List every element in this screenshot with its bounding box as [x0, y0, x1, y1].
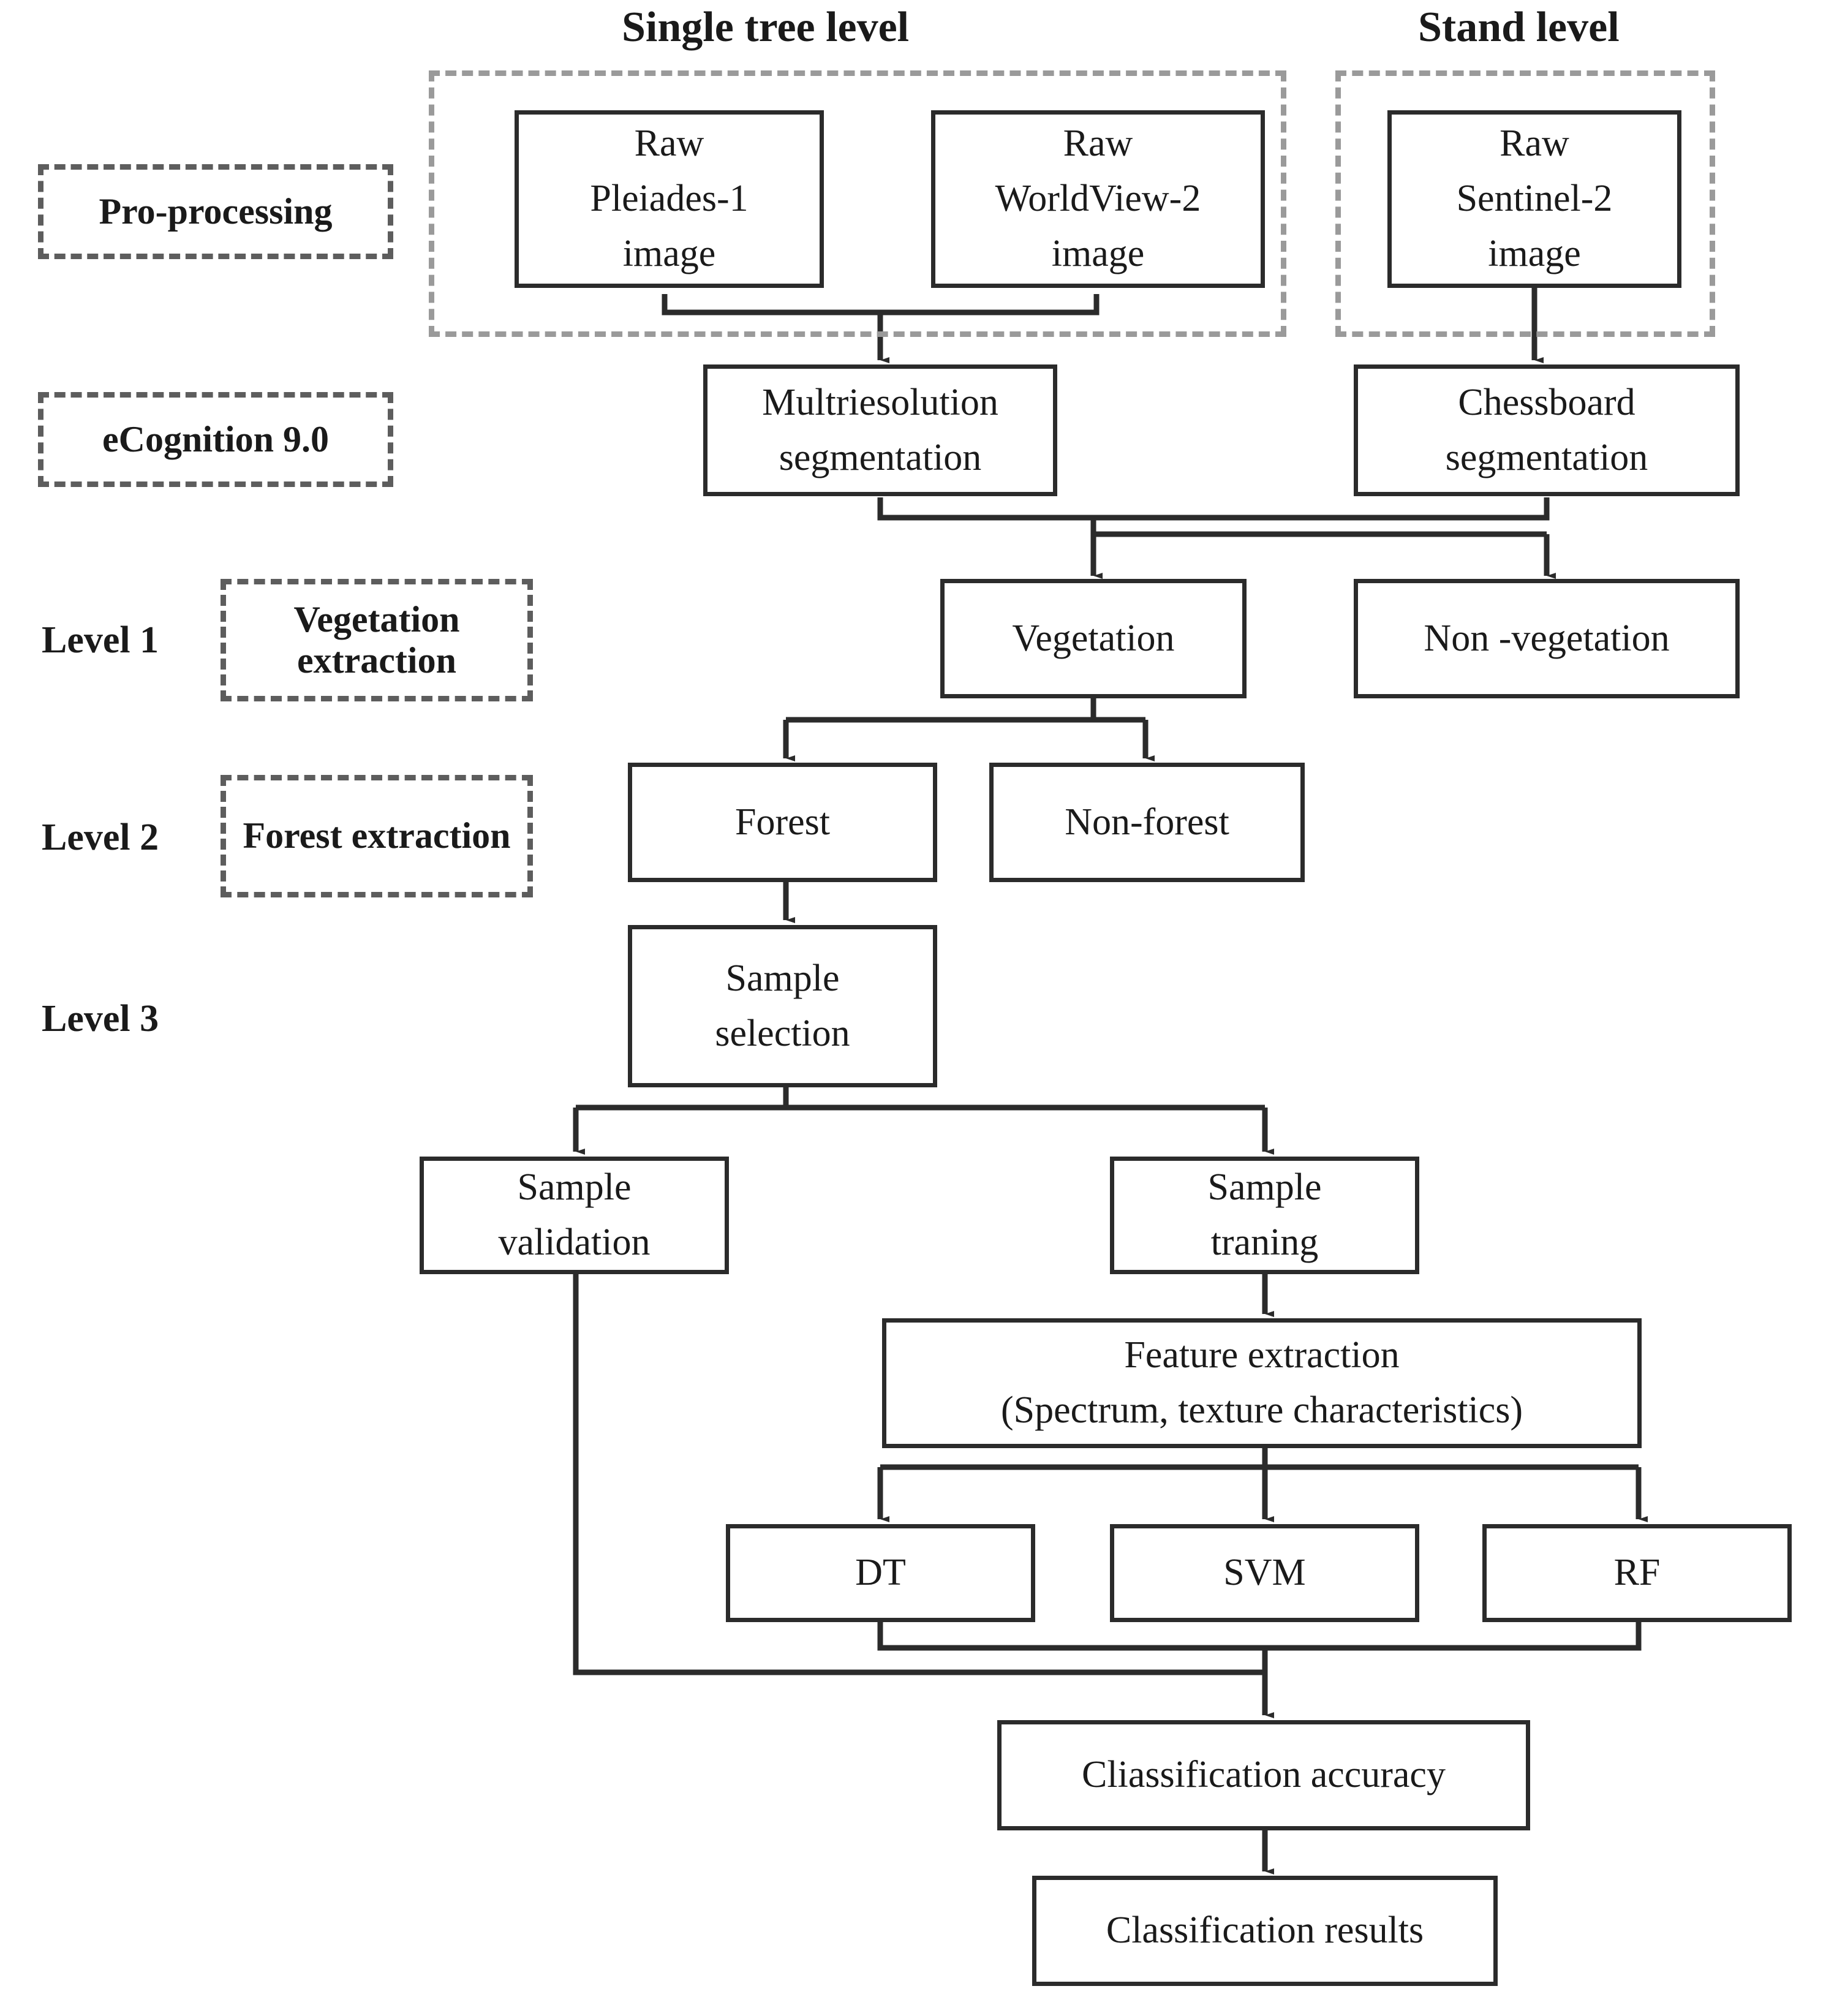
- node-svm[interactable]: SVM: [1110, 1524, 1419, 1622]
- node-sample-training-label: Sample traning: [1207, 1166, 1322, 1263]
- node-sample-validation[interactable]: Sample validation: [420, 1157, 729, 1274]
- node-rf-label: RF: [1613, 1552, 1661, 1594]
- node-raw-sentinel-label: Raw Sentinel-2 image: [1456, 123, 1613, 274]
- title-stand-level: Stand level: [1418, 4, 1620, 51]
- node-sample-selection[interactable]: Sample selection: [628, 925, 937, 1087]
- node-vegetation[interactable]: Vegetation: [940, 579, 1247, 698]
- stage-tag-pro-processing: Pro-processing: [38, 164, 393, 259]
- edge-seg-bus: [877, 497, 1550, 521]
- level-label-3: Level 3: [42, 998, 159, 1040]
- level-label-2: Level 2: [42, 817, 159, 858]
- node-non-vegetation-label: Non -vegetation: [1424, 617, 1670, 659]
- node-sample-selection-label: Sample selection: [715, 957, 850, 1054]
- node-raw-worldview[interactable]: Raw WorldView-2 image: [931, 110, 1265, 288]
- node-classification-accuracy[interactable]: Cliassification accuracy: [997, 1720, 1530, 1830]
- node-raw-sentinel[interactable]: Raw Sentinel-2 image: [1387, 110, 1681, 288]
- stage-tag-vegetation-extraction-label: Vegetation extraction: [293, 598, 460, 681]
- node-sample-training[interactable]: Sample traning: [1110, 1157, 1419, 1274]
- node-dt[interactable]: DT: [726, 1524, 1035, 1622]
- node-raw-pleiades-label: Raw Pleiades-1 image: [590, 123, 749, 274]
- stage-tag-pro-processing-label: Pro-processing: [99, 191, 333, 232]
- title-single-tree-level: Single tree level: [622, 4, 910, 51]
- node-forest[interactable]: Forest: [628, 763, 937, 882]
- node-non-forest[interactable]: Non-forest: [989, 763, 1305, 882]
- node-vegetation-label: Vegetation: [1012, 617, 1175, 659]
- edge-validation-to-merge: [573, 1271, 1265, 1675]
- node-svm-label: SVM: [1223, 1552, 1306, 1594]
- edge-fe-bus-left: [880, 1446, 1268, 1470]
- stage-tag-forest-extraction: Forest extraction: [221, 775, 533, 897]
- stage-tag-vegetation-extraction: Vegetation extraction: [221, 579, 533, 701]
- stage-tag-ecognition: eCognition 9.0: [38, 392, 393, 487]
- node-chessboard-segmentation-label: Chessboard segmentation: [1445, 381, 1648, 478]
- node-non-forest-label: Non-forest: [1065, 801, 1229, 843]
- edge-veg-bus-left: [786, 697, 1096, 723]
- node-classification-results[interactable]: Classification results: [1032, 1876, 1498, 1986]
- node-multiresolution-segmentation-label: Multriesolution segmentation: [762, 381, 998, 478]
- node-non-vegetation[interactable]: Non -vegetation: [1354, 579, 1740, 698]
- node-classification-results-label: Classification results: [1106, 1909, 1424, 1952]
- node-dt-label: DT: [855, 1552, 906, 1594]
- edge-ss-bus-left: [576, 1085, 789, 1111]
- node-sample-validation-label: Sample validation: [498, 1166, 651, 1263]
- edge-classifier-merge: [877, 1620, 1642, 1651]
- node-feature-extraction-label: Feature extraction (Spectrum, texture ch…: [1000, 1334, 1523, 1431]
- node-raw-pleiades[interactable]: Raw Pleiades-1 image: [515, 110, 824, 288]
- group-stand-level: [1335, 70, 1715, 337]
- group-single-tree-level: [429, 70, 1286, 337]
- node-classification-accuracy-label: Cliassification accuracy: [1082, 1754, 1446, 1796]
- node-chessboard-segmentation[interactable]: Chessboard segmentation: [1354, 364, 1740, 496]
- node-rf[interactable]: RF: [1482, 1524, 1792, 1622]
- level-label-1: Level 1: [42, 619, 159, 661]
- node-forest-label: Forest: [735, 801, 830, 843]
- stage-tag-ecognition-label: eCognition 9.0: [102, 418, 330, 459]
- node-raw-worldview-label: Raw WorldView-2 image: [995, 123, 1201, 274]
- node-feature-extraction[interactable]: Feature extraction (Spectrum, texture ch…: [882, 1318, 1642, 1448]
- node-multiresolution-segmentation[interactable]: Multriesolution segmentation: [703, 364, 1057, 496]
- stage-tag-forest-extraction-label: Forest extraction: [243, 815, 511, 856]
